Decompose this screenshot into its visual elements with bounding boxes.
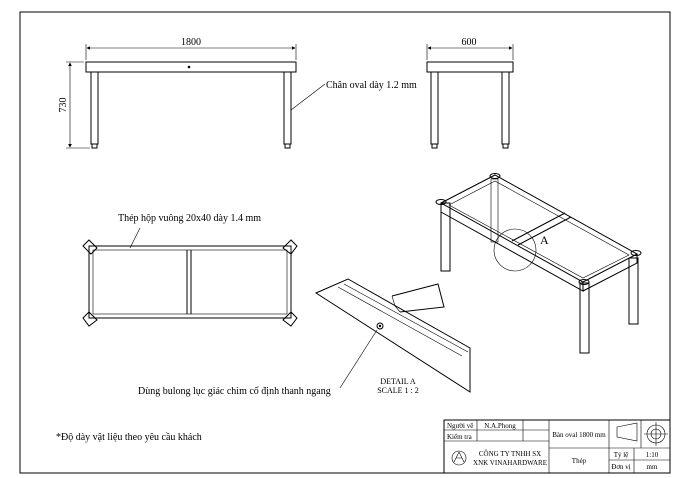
- company-logo: [451, 450, 467, 466]
- unit-value: mm: [647, 463, 658, 471]
- leg-thickness-note: Chân oval dày 1.2 mm: [326, 80, 417, 91]
- bolt-note: Dùng bulong lục giác chìm cố định thanh …: [138, 386, 331, 397]
- company-name-line1: CÔNG TY TNHH SX: [479, 450, 541, 458]
- company-name-line2: XNK VINAHARDWARE: [473, 459, 547, 467]
- detail-scale: SCALE 1 : 2: [377, 386, 419, 395]
- side-view: 600: [426, 37, 514, 149]
- projection-symbol-icon: [616, 422, 668, 446]
- drawn-by-name: N.A.Phong: [484, 422, 516, 430]
- dim-front-width: 1800: [181, 37, 201, 48]
- top-view: Thép hộp vuông 20x40 dày 1.4 mm: [82, 213, 298, 327]
- drawn-by-label: Người vẽ: [447, 422, 473, 430]
- title-block: Người vẽ N.A.Phong Kiểm tra Bàn oval 180…: [443, 419, 671, 474]
- scale-value: 1:10: [646, 451, 659, 459]
- sheet-border: [19, 11, 671, 474]
- isometric-view: A: [435, 173, 642, 354]
- unit-label: Đơn vị: [611, 463, 631, 471]
- checked-label: Kiểm tra: [447, 433, 473, 441]
- dim-side-width: 600: [462, 37, 477, 48]
- tube-spec-note: Thép hộp vuông 20x40 dày 1.4 mm: [118, 213, 261, 224]
- material-thickness-note: *Độ dày vật liệu theo yêu cầu khách: [56, 432, 202, 443]
- part-name: Bàn oval 1800 mm: [552, 431, 606, 439]
- scale-label: Tỷ lệ: [614, 451, 629, 459]
- front-view: 1800 730 Chân oval dày 1.2 mm: [58, 37, 417, 149]
- material-value: Thép: [572, 457, 587, 465]
- detail-marker: A: [540, 233, 549, 247]
- dim-front-height: 730: [58, 98, 69, 113]
- detail-title: DETAIL A: [380, 377, 416, 386]
- detail-a-view: Dùng bulong lục giác chìm cố định thanh …: [138, 278, 471, 397]
